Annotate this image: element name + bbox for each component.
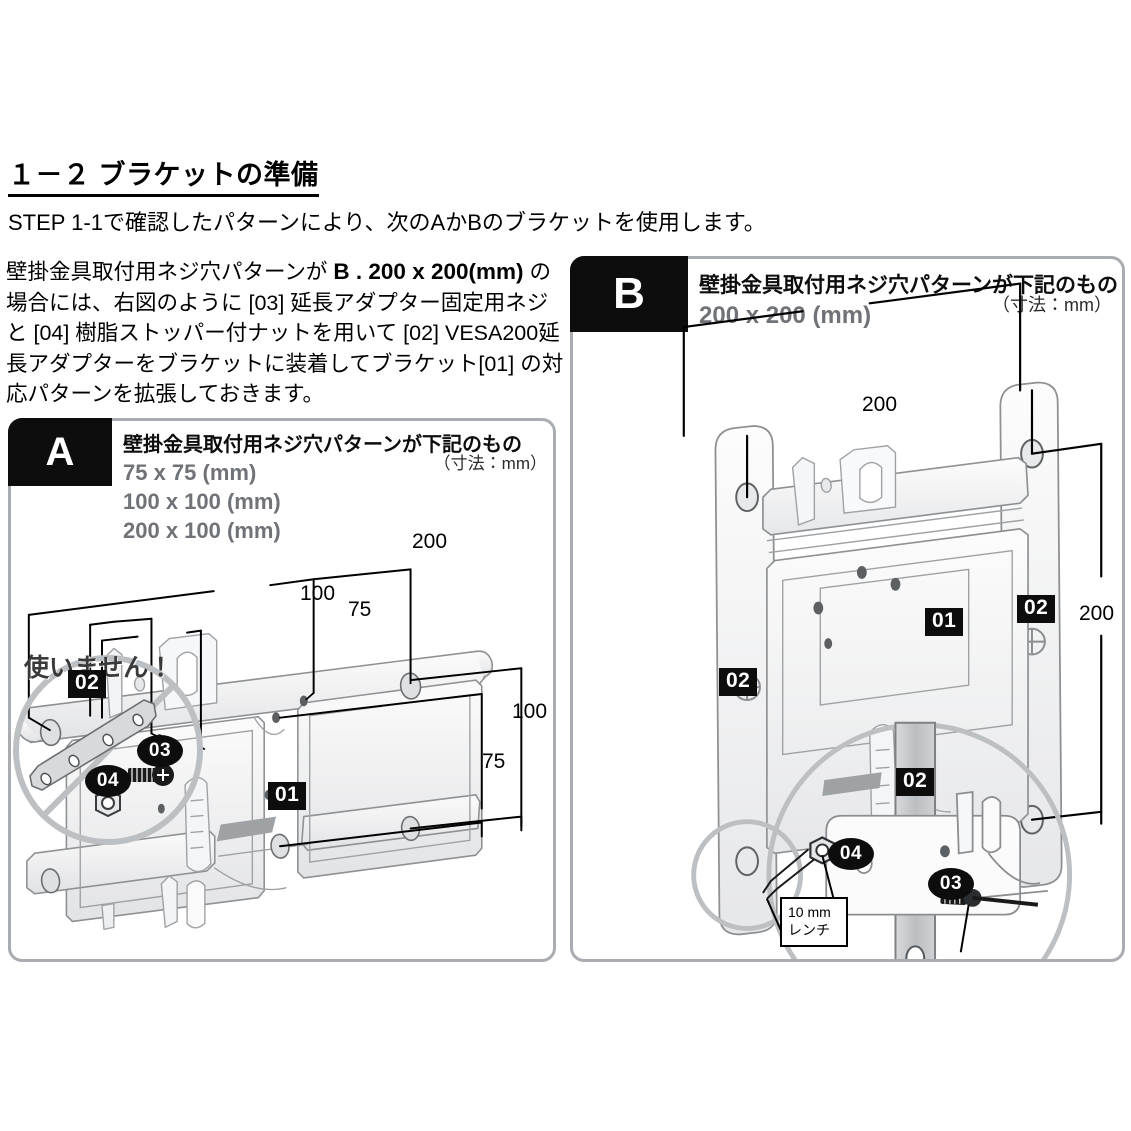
- wrench-note-box: 10 mm レンチ: [780, 897, 848, 947]
- intro-text: STEP 1-1で確認したパターンにより、次のAかBのブラケットを使用します。: [8, 210, 766, 235]
- panel-a-dim-right-100: 100: [512, 700, 548, 723]
- panel-a-dim-top-100: 100: [300, 582, 336, 605]
- panel-a-dim-top-200: 200: [412, 530, 448, 553]
- panel-a-dim-right-75: 75: [482, 750, 506, 773]
- panel-b-dim-right-200: 200: [1079, 602, 1115, 625]
- panel-b-marker-02-zoom: 02: [896, 768, 935, 796]
- panel-a-dim-top-75: 75: [348, 598, 372, 621]
- panel-a-marker-01: 01: [268, 782, 307, 810]
- paragraph-segment-1: 壁掛金具取付用ネジ穴パターンが: [6, 260, 334, 284]
- panel-b-marker-02-left: 02: [719, 668, 758, 696]
- panel-b-dim-top-200: 200: [862, 393, 898, 416]
- panel-a-marker-02: 02: [68, 670, 107, 698]
- paragraph-bold-pattern: B . 200 x 200(mm): [333, 259, 524, 284]
- panel-a-dimension-2: 100 x 100 (mm): [123, 488, 281, 514]
- wrench-note-line-1: 10 mm: [788, 904, 831, 920]
- panel-a-dimension-3: 200 x 100 (mm): [123, 517, 281, 543]
- panel-a-dimension-1: 75 x 75 (mm): [123, 460, 257, 485]
- page-title: １－２ ブラケットの準備: [8, 160, 319, 198]
- panel-b-marker-02-right: 02: [1017, 595, 1056, 623]
- panel-a-callout-03: 03: [137, 735, 183, 767]
- wrench-note-line-2: レンチ: [788, 921, 830, 938]
- panel-b-unit-note: （寸法：mm）: [992, 295, 1112, 315]
- paragraph-segment-2: の場合には、右図のように [03] 延長アダプター固定用ネジと [04] 樹脂ス…: [6, 260, 564, 407]
- panel-b-callout-03: 03: [928, 868, 974, 900]
- panel-a-title: 壁掛金具取付用ネジ穴パターンが下記のもの: [123, 434, 522, 456]
- panel-a-unit-note: （寸法：mm）: [433, 454, 547, 473]
- not-used-group: [13, 655, 203, 845]
- panel-b-callout-04: 04: [828, 838, 874, 870]
- body-paragraph: 壁掛金具取付用ネジ穴パターンが B . 200 x 200(mm) の場合には、…: [6, 256, 566, 410]
- panel-b-marker-01: 01: [925, 608, 964, 636]
- panel-a-callout-04: 04: [85, 765, 131, 797]
- panel-a-badge: A: [8, 418, 112, 486]
- panel-b-badge: B: [570, 256, 688, 332]
- panel-a-header: 壁掛金具取付用ネジ穴パターンが下記のもの 75 x 75 (mm) 100 x …: [123, 433, 545, 544]
